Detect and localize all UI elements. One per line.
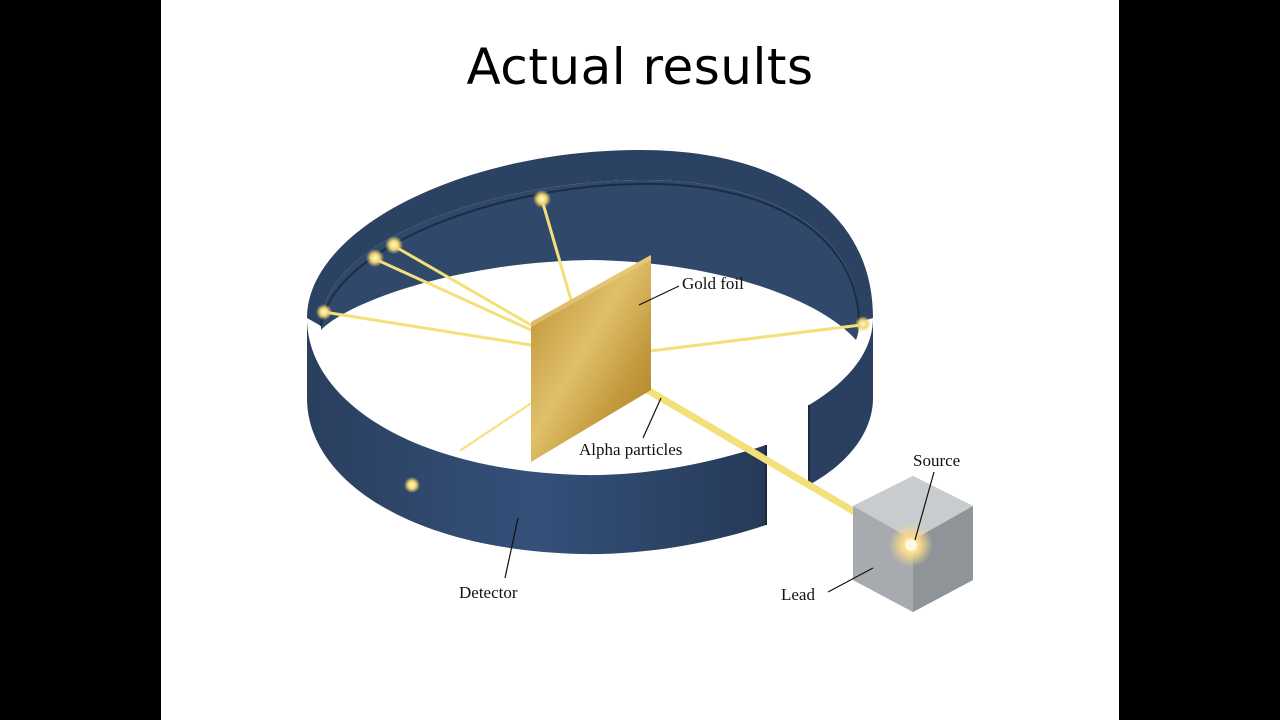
detector-ring [307,150,873,555]
detector-back-wall [307,150,873,326]
label-detector: Detector [459,583,518,602]
detector-inner-back [321,179,859,340]
beam-to-top [540,198,573,302]
beam-to-upper-left-1 [392,244,533,327]
beam-to-upper-left-2 [373,257,533,332]
label-lead: Lead [781,585,815,604]
beam-to-left [322,310,533,347]
label-gold-foil: Gold foil [682,274,744,293]
label-source: Source [913,451,960,470]
detector-front-left [307,318,766,555]
rutherford-diagram: Gold foil Alpha particles Source Lead De… [307,150,973,612]
detector-front-right [809,318,873,485]
impact-dots [316,190,871,493]
gold-foil [531,255,651,462]
leader-lines [504,285,935,593]
slide-title: Actual results [466,38,814,96]
slide: Actual results [161,0,1119,720]
label-alpha-particles: Alpha particles [579,440,682,459]
